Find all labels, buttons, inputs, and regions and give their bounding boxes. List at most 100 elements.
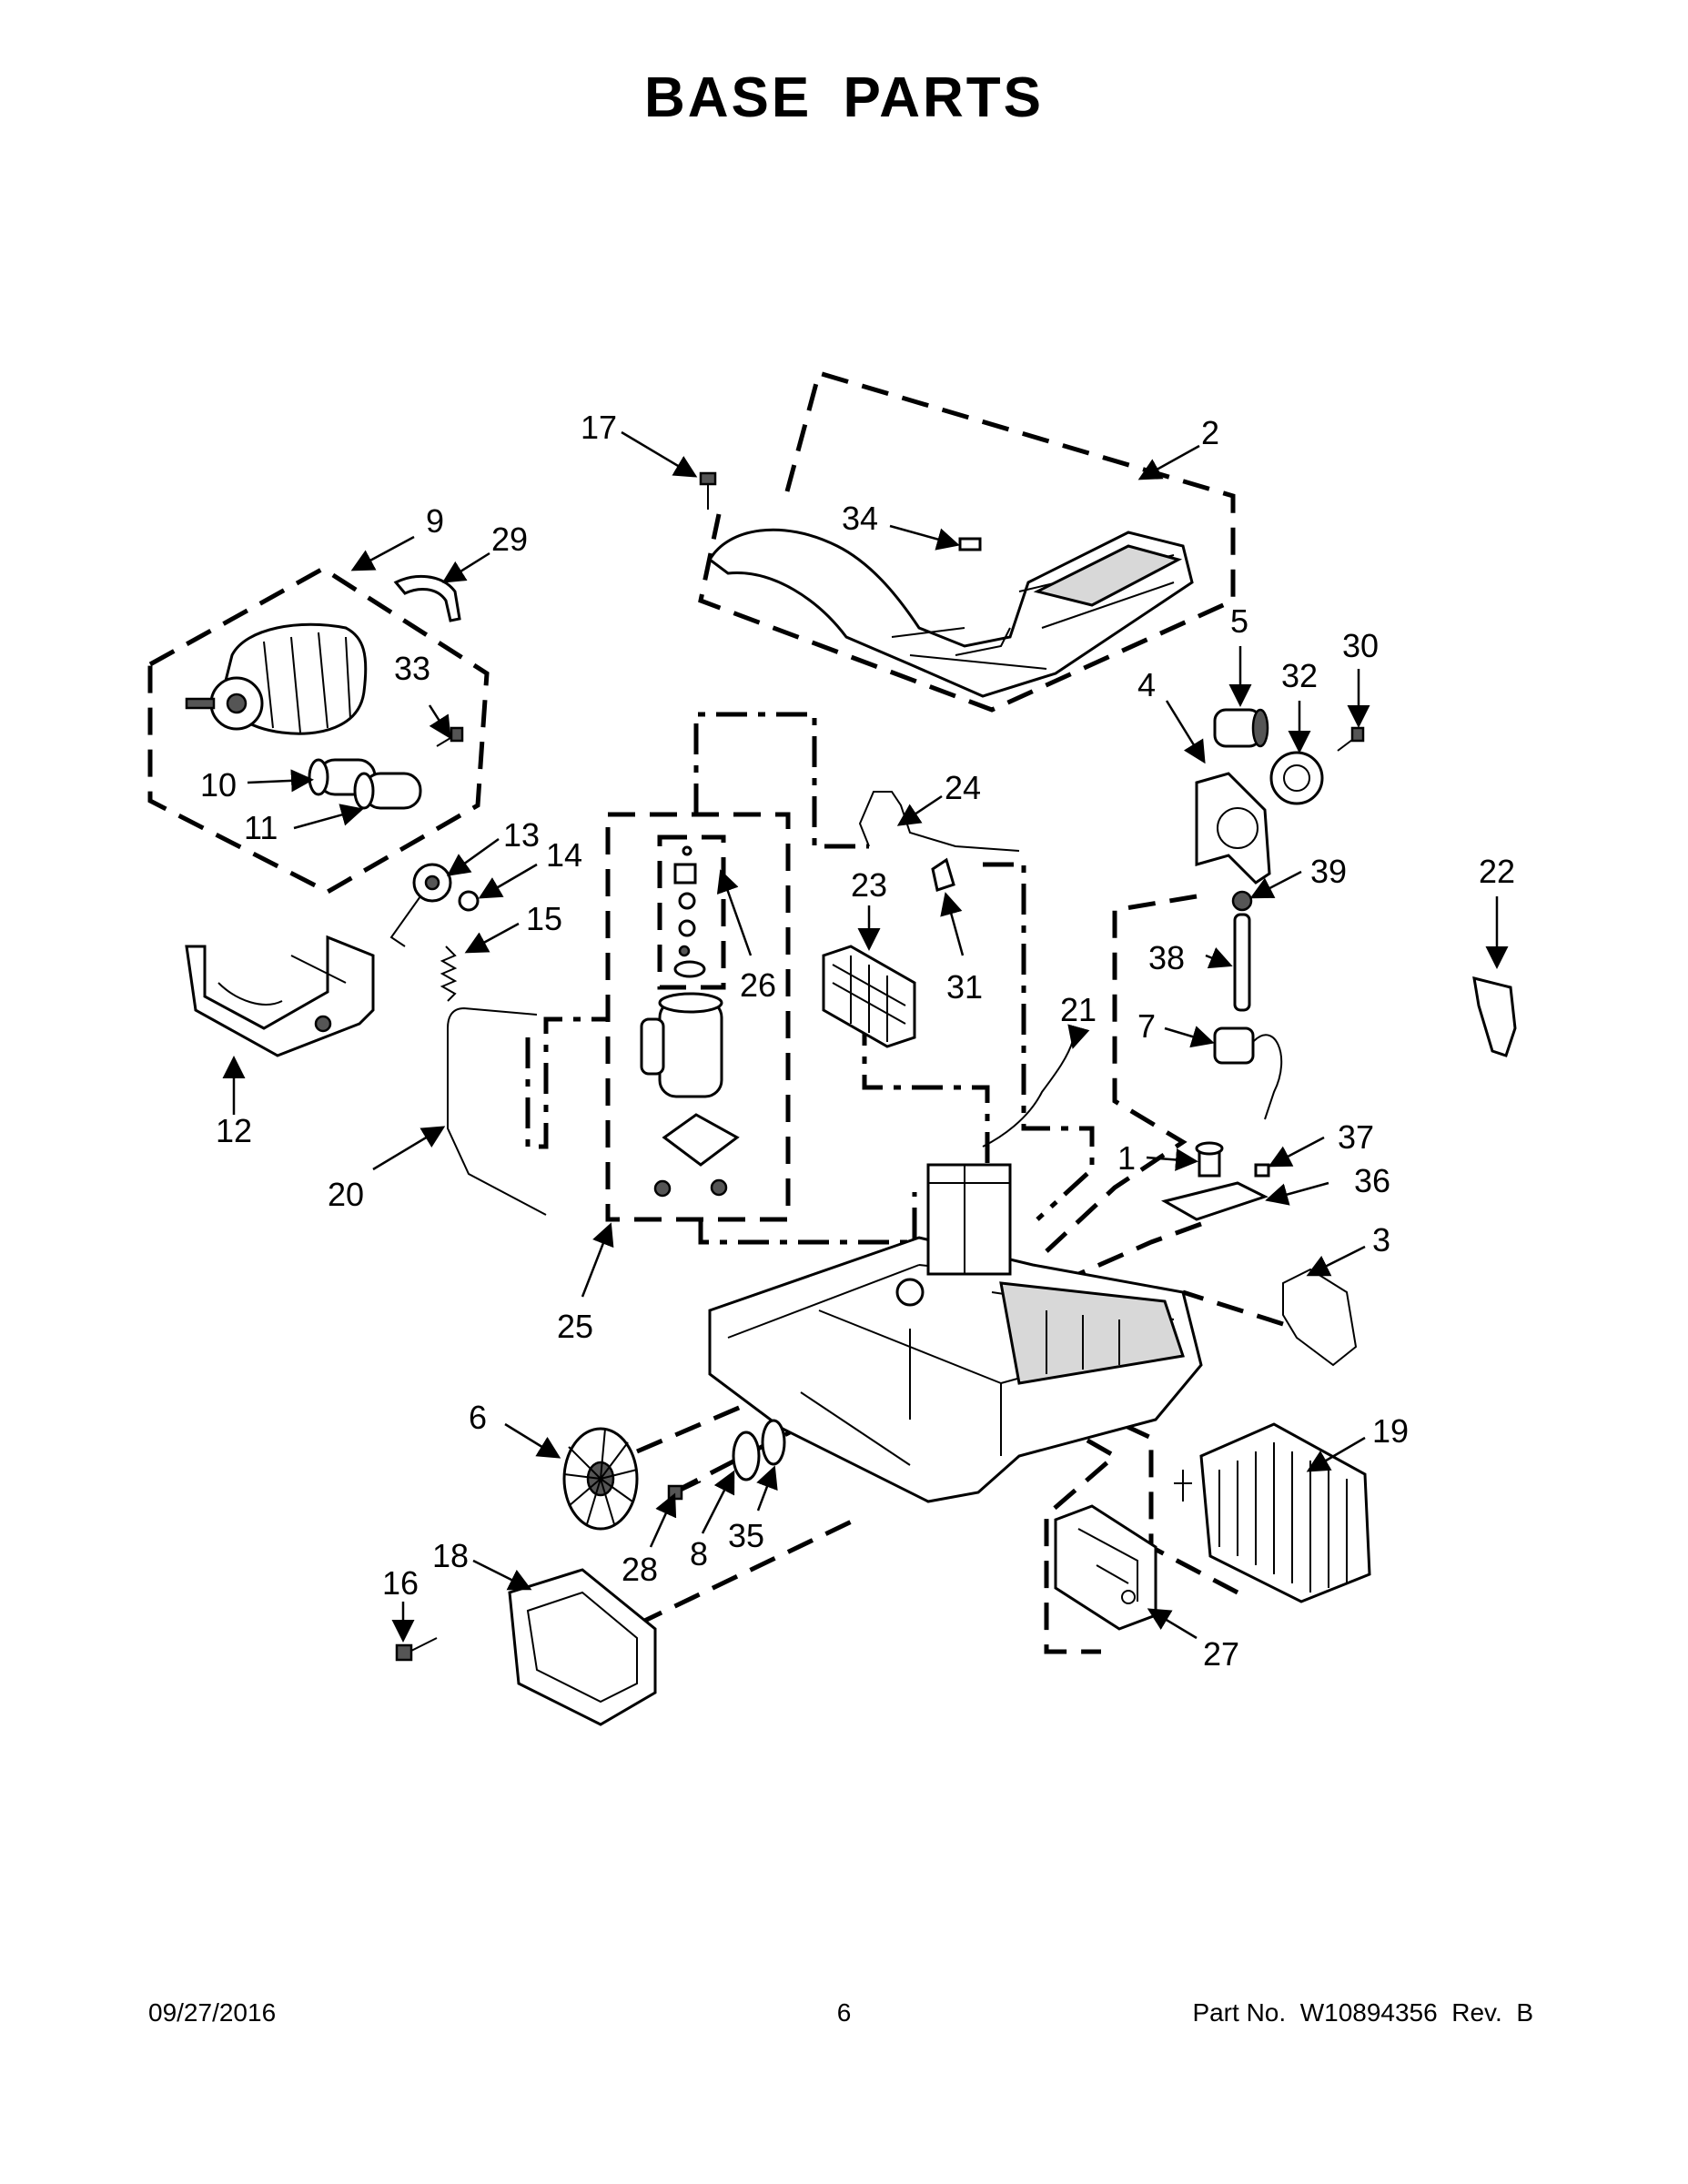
page-title: BASE PARTS [643, 66, 1044, 129]
arrow-6 [504, 1422, 561, 1459]
callout-24: 24 [945, 769, 981, 806]
callout-13: 13 [503, 816, 540, 854]
callout-36: 36 [1354, 1162, 1390, 1199]
arrow-21 [1067, 1024, 1090, 1049]
callout-23: 23 [851, 866, 887, 904]
part-bracket-29 [393, 574, 461, 622]
part-duct-bracket-4-hole [1217, 807, 1258, 849]
leader-3 [1182, 1289, 1284, 1327]
part-duct-cover [708, 528, 1194, 698]
arrow-33 [428, 704, 451, 740]
part-clip-31 [931, 857, 955, 892]
arrow-17 [621, 430, 698, 478]
callout-20: 20 [328, 1176, 364, 1213]
part-tube-24 [858, 791, 1020, 852]
callout-27: 27 [1203, 1635, 1239, 1673]
callout-18: 18 [432, 1537, 469, 1574]
part-capacitor-11 [353, 772, 422, 810]
arrow-14 [478, 863, 538, 899]
arrow-9 [350, 535, 415, 571]
part-screw-16 [395, 1637, 438, 1662]
callout-34: 34 [842, 500, 878, 537]
outline-group-9 [147, 566, 490, 895]
part-compressor-hardware-kit [673, 845, 706, 978]
callout-6: 6 [469, 1399, 487, 1436]
callout-arrows [222, 430, 1509, 1643]
arrow-25 [581, 1222, 614, 1298]
arrow-28 [649, 1492, 677, 1548]
part-seal-8 [732, 1431, 761, 1481]
part-blower-housing-18 [508, 1568, 657, 1726]
callout-37: 37 [1338, 1118, 1374, 1156]
arrow-37 [1268, 1136, 1325, 1168]
part-blower-wheel [562, 1427, 639, 1531]
callout-12: 12 [216, 1112, 252, 1149]
callout-32: 32 [1281, 657, 1318, 694]
arrow-36 [1265, 1181, 1329, 1206]
footer-part-number: Part No. W10894356 Rev. B [1192, 1998, 1533, 2027]
arrow-8 [701, 1470, 735, 1534]
part-screw-30 [1337, 726, 1365, 752]
callout-25: 25 [557, 1308, 593, 1345]
arrow-13 [446, 837, 500, 876]
part-filter-5 [1213, 708, 1269, 748]
part-bracket-22 [1472, 976, 1517, 1057]
arrow-20 [372, 1126, 446, 1171]
callout-30: 30 [1342, 627, 1379, 664]
arrow-31 [940, 892, 965, 956]
leader-25-base [698, 1192, 917, 1245]
arrow-1 [1146, 1148, 1198, 1171]
callout-33: 33 [394, 650, 430, 687]
part-door-27 [1054, 1504, 1157, 1631]
arrow-4 [1165, 700, 1206, 764]
callout-26: 26 [740, 966, 776, 1004]
arrow-26 [716, 869, 753, 956]
leader-21 [983, 862, 1095, 1221]
part-valve-7 [1213, 1026, 1283, 1120]
callout-9: 9 [426, 502, 444, 540]
callout-22: 22 [1479, 853, 1515, 890]
arrow-38 [1205, 946, 1233, 969]
callout-19: 19 [1372, 1412, 1409, 1450]
arrow-29 [441, 551, 490, 583]
part-idler-bearing [458, 890, 480, 912]
arrow-35 [756, 1465, 778, 1512]
part-tube-21 [982, 1036, 1075, 1148]
arrow-27 [1147, 1608, 1198, 1640]
arrow-18 [472, 1559, 532, 1591]
part-drive-motor [185, 622, 368, 735]
callout-11: 11 [244, 809, 278, 846]
part-clip-37 [1254, 1163, 1270, 1178]
callout-39: 39 [1310, 853, 1347, 890]
arrow-7 [1164, 1026, 1215, 1048]
part-sensor-39 [1231, 890, 1253, 912]
part-base-assembly [708, 1163, 1203, 1503]
part-fan-motor-32 [1269, 751, 1324, 805]
part-motor-mount [185, 935, 375, 1057]
callout-3: 3 [1372, 1221, 1390, 1259]
callout-4: 4 [1137, 666, 1156, 703]
leader-19 [1013, 1371, 1239, 1595]
part-valve-1 [1195, 1141, 1224, 1178]
callout-38: 38 [1148, 939, 1185, 976]
part-lint-filter [822, 945, 916, 1048]
parts [185, 471, 1517, 1726]
leader-24 [693, 712, 869, 849]
part-plate-36 [1161, 1181, 1269, 1221]
callout-21: 21 [1060, 991, 1097, 1028]
leader-20 [525, 1016, 608, 1149]
part-idler-pulley [389, 863, 452, 947]
part-clip-34 [958, 537, 982, 551]
callout-28: 28 [622, 1551, 658, 1588]
part-compressor [640, 992, 740, 1198]
leader-4 [1045, 894, 1198, 1253]
callout-35: 35 [728, 1517, 764, 1554]
arrow-2 [1137, 444, 1200, 480]
callout-labels: 1 2 3 4 5 6 7 8 9 10 11 12 13 14 15 16 1… [200, 409, 1515, 1673]
part-screw-33 [436, 726, 464, 747]
outline-group-26 [657, 834, 726, 990]
arrow-3 [1306, 1245, 1366, 1277]
leader-23 [862, 1015, 990, 1215]
callout-29: 29 [491, 521, 528, 558]
part-heater-tube-38 [1233, 913, 1251, 1012]
